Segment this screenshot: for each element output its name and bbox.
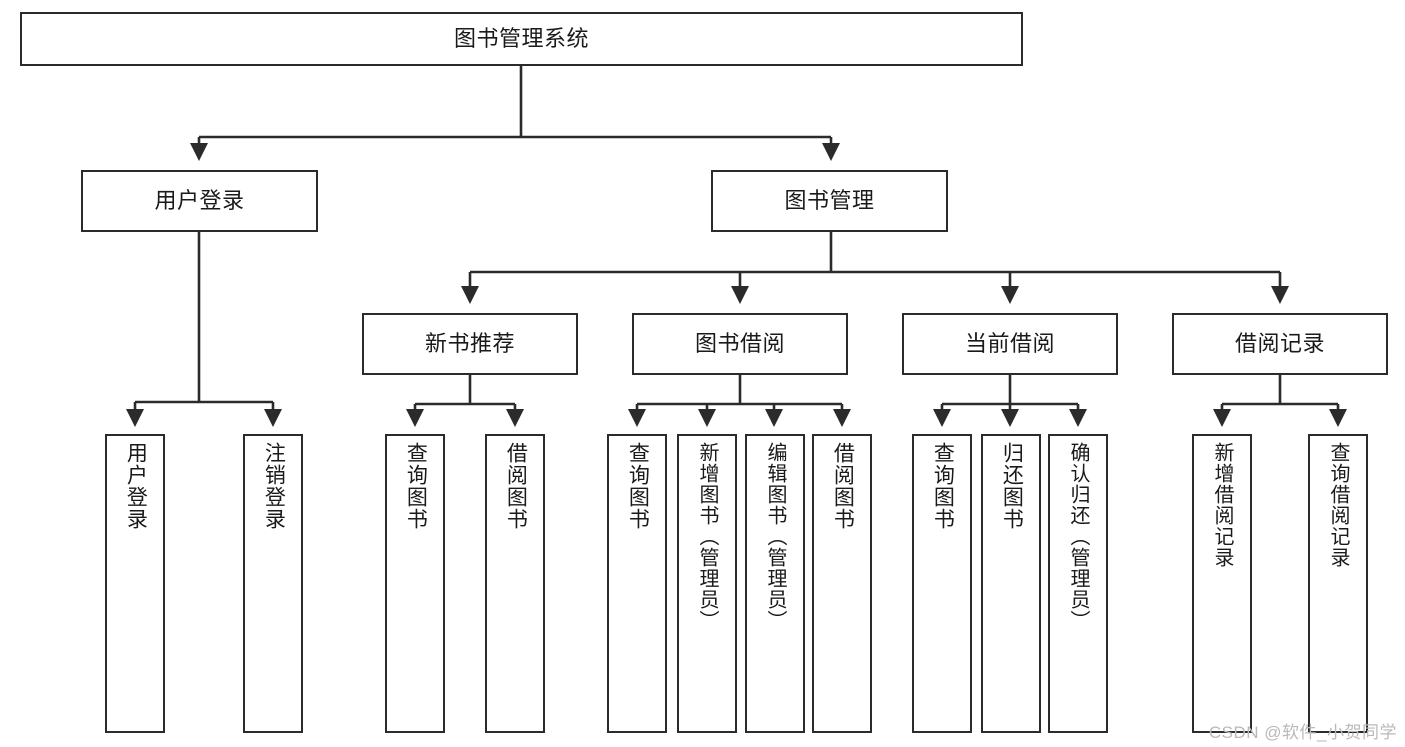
node-user-login-label: 用户登录	[154, 187, 245, 213]
node-leaf-user-login-label: 用户登录	[124, 442, 148, 530]
node-user-login[interactable]: 用户登录	[81, 170, 318, 232]
node-leaf-query-borrow-record-label: 查询借阅记录	[1327, 442, 1349, 568]
node-book-borrow-label: 图书借阅	[694, 330, 785, 356]
node-leaf-borrow-book-1[interactable]: 借阅图书	[485, 434, 545, 733]
node-leaf-query-borrow-record[interactable]: 查询借阅记录	[1308, 434, 1368, 733]
node-new-book-recommend-label: 新书推荐	[424, 330, 515, 356]
node-leaf-edit-book-label: 编辑图书（管理员）	[764, 442, 786, 631]
node-current-borrow-label: 当前借阅	[964, 330, 1055, 356]
node-leaf-confirm-return[interactable]: 确认归还（管理员）	[1048, 434, 1108, 733]
node-leaf-query-book-1[interactable]: 查询图书	[385, 434, 445, 733]
node-borrow-record[interactable]: 借阅记录	[1172, 313, 1388, 375]
node-root[interactable]: 图书管理系统	[20, 12, 1023, 66]
node-borrow-record-label: 借阅记录	[1234, 330, 1325, 356]
node-new-book-recommend[interactable]: 新书推荐	[362, 313, 578, 375]
node-book-manage[interactable]: 图书管理	[711, 170, 948, 232]
node-leaf-add-book-label: 新增图书（管理员）	[696, 442, 718, 631]
node-leaf-user-login[interactable]: 用户登录	[105, 434, 165, 733]
csdn-watermark: CSDN @软件_小贺同学	[1208, 723, 1397, 742]
node-leaf-borrow-book-2-label: 借阅图书	[831, 442, 855, 530]
node-book-borrow[interactable]: 图书借阅	[632, 313, 848, 375]
node-book-manage-label: 图书管理	[784, 187, 875, 213]
node-leaf-query-book-2[interactable]: 查询图书	[607, 434, 667, 733]
node-leaf-query-book-2-label: 查询图书	[626, 442, 650, 530]
node-leaf-query-book-3[interactable]: 查询图书	[912, 434, 972, 733]
node-current-borrow[interactable]: 当前借阅	[902, 313, 1118, 375]
node-leaf-edit-book[interactable]: 编辑图书（管理员）	[745, 434, 805, 733]
node-root-label: 图书管理系统	[453, 25, 589, 51]
node-leaf-return-book-label: 归还图书	[1000, 442, 1024, 530]
node-leaf-query-book-3-label: 查询图书	[931, 442, 955, 530]
node-leaf-confirm-return-label: 确认归还（管理员）	[1067, 442, 1089, 631]
node-leaf-query-book-1-label: 查询图书	[404, 442, 428, 530]
node-leaf-add-borrow-record-label: 新增借阅记录	[1211, 442, 1233, 568]
node-leaf-logout-login[interactable]: 注销登录	[243, 434, 303, 733]
node-leaf-borrow-book-1-label: 借阅图书	[504, 442, 528, 530]
node-leaf-add-borrow-record[interactable]: 新增借阅记录	[1192, 434, 1252, 733]
node-leaf-add-book[interactable]: 新增图书（管理员）	[677, 434, 737, 733]
node-leaf-logout-login-label: 注销登录	[262, 442, 286, 530]
node-leaf-borrow-book-2[interactable]: 借阅图书	[812, 434, 872, 733]
node-leaf-return-book[interactable]: 归还图书	[981, 434, 1041, 733]
